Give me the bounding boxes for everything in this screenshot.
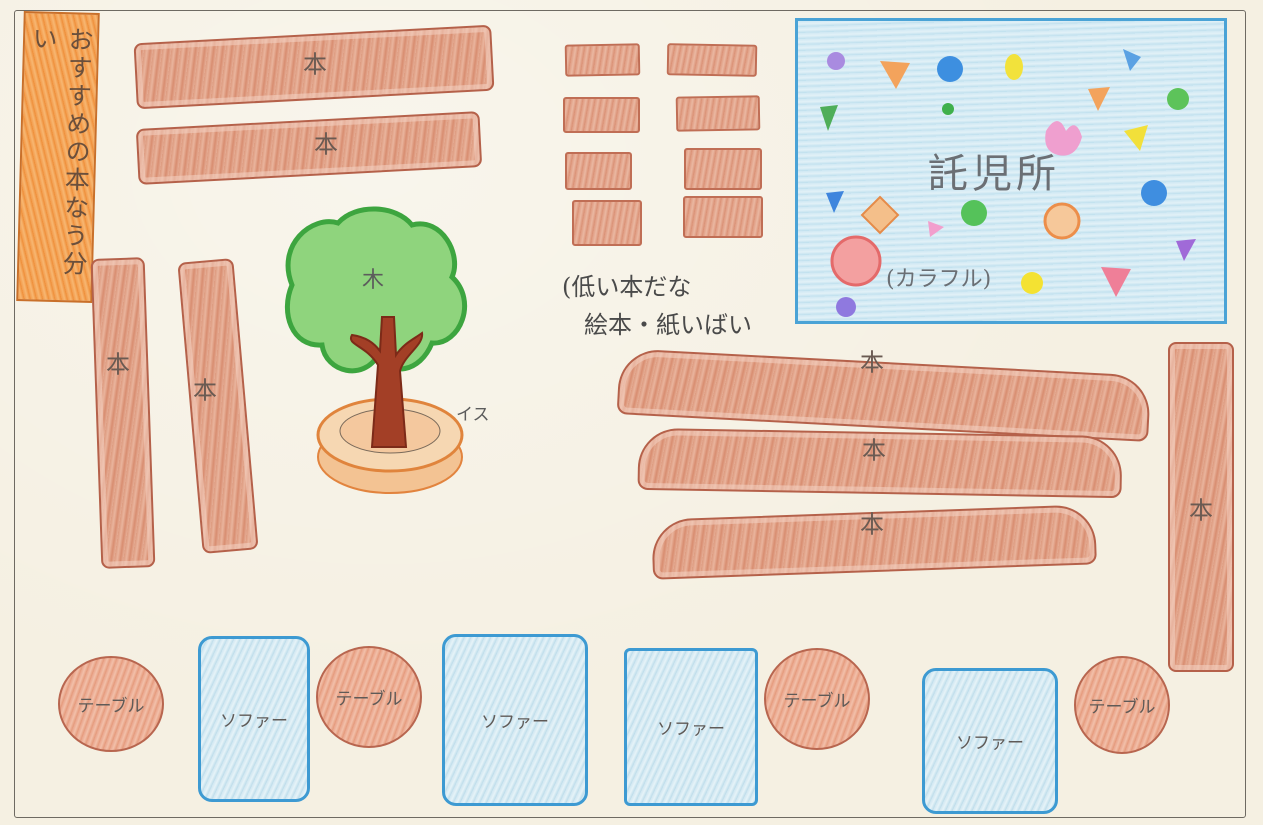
table-3-label: テーブル: [783, 691, 851, 712]
tree-trunk: [349, 316, 424, 448]
sofa-2[interactable]: ソファー: [442, 634, 588, 806]
table-4[interactable]: テーブル: [1074, 656, 1170, 754]
table-4-label: テーブル: [1088, 697, 1156, 718]
kids-area-title: 託児所: [928, 151, 1060, 197]
low-shelf-5[interactable]: [565, 152, 632, 190]
recommended-books-sign[interactable]: おすすめの本なう分い: [16, 11, 100, 303]
tree-leaves: [285, 206, 468, 374]
violet-dot: [836, 297, 856, 317]
curved-bookshelf-2-label: 本: [862, 436, 886, 465]
sofa-3-label: ソファー: [657, 719, 725, 740]
sofa-1-label: ソファー: [220, 711, 288, 732]
curved-bookshelf-1-label: 本: [860, 348, 884, 377]
sofa-4[interactable]: ソファー: [922, 668, 1058, 814]
low-shelf-8[interactable]: [683, 196, 763, 238]
table-3[interactable]: テーブル: [764, 648, 870, 750]
orange-diamond: [860, 195, 900, 235]
pink-circle: [830, 235, 882, 287]
blue-dot: [1141, 180, 1167, 206]
table-2-label: テーブル: [335, 689, 403, 710]
table-1-label: テーブル: [77, 696, 145, 717]
orange-triangle: [880, 61, 910, 89]
low-shelf-note-line2: 絵本・紙いばい: [584, 311, 752, 339]
chair-label: イス: [456, 405, 490, 425]
tree-label: 木: [362, 268, 385, 293]
yellow-oval: [1005, 54, 1023, 80]
green-circle: [1167, 88, 1189, 110]
low-shelf-4[interactable]: [675, 95, 761, 132]
sofa-3[interactable]: ソファー: [624, 648, 758, 806]
sofa-4-label: ソファー: [956, 733, 1024, 754]
tree-with-chair[interactable]: [282, 205, 482, 505]
purple-dot: [827, 52, 845, 70]
low-shelf-note-line1: (低い本だな: [562, 273, 692, 301]
kids-area-decorations: [820, 49, 1196, 317]
blue-triangle: [826, 191, 844, 213]
top-bookshelf-1-label: 本: [303, 50, 327, 79]
floor-outline: [14, 10, 1246, 818]
left-vertical-shelf-2-label: 本: [193, 376, 217, 405]
sofa-1[interactable]: ソファー: [198, 636, 310, 802]
sofa-2-label: ソファー: [481, 712, 549, 733]
left-vertical-shelf-1[interactable]: [90, 257, 156, 569]
table-2[interactable]: テーブル: [316, 646, 422, 748]
orange-ring: [1043, 202, 1081, 240]
violet-triangle: [1176, 239, 1196, 261]
curved-bookshelf-3-label: 本: [860, 510, 884, 539]
right-vertical-shelf-label: 本: [1189, 496, 1213, 525]
low-shelf-2[interactable]: [666, 43, 758, 77]
top-bookshelf-2-label: 本: [314, 130, 338, 159]
right-vertical-shelf[interactable]: [1168, 342, 1234, 672]
low-shelf-6[interactable]: [684, 148, 762, 190]
blue-shape: [1123, 49, 1141, 71]
yellow-triangle: [1124, 125, 1148, 151]
low-shelf-note: (低い本だな 絵本・紙いばい: [562, 268, 752, 344]
recommended-books-label: おすすめの本なう分い: [28, 25, 95, 279]
pink-triangle: [928, 221, 944, 237]
small-green-dot: [942, 103, 954, 115]
blue-circle: [937, 56, 963, 82]
low-shelf-3[interactable]: [563, 97, 640, 133]
pink-bunny: [1045, 121, 1082, 156]
kids-area[interactable]: 託児所 (カラフル): [795, 18, 1227, 324]
green-triangle: [820, 105, 838, 131]
low-shelf-1[interactable]: [564, 43, 641, 77]
red-triangle: [1101, 267, 1131, 297]
table-1[interactable]: テーブル: [58, 656, 164, 752]
yellow-dot: [1021, 272, 1043, 294]
green-blob: [961, 200, 987, 226]
low-shelf-7[interactable]: [572, 200, 642, 246]
left-vertical-shelf-1-label: 本: [106, 350, 130, 379]
orange-triangle-2: [1088, 87, 1110, 111]
kids-area-note: (カラフル): [886, 267, 992, 292]
